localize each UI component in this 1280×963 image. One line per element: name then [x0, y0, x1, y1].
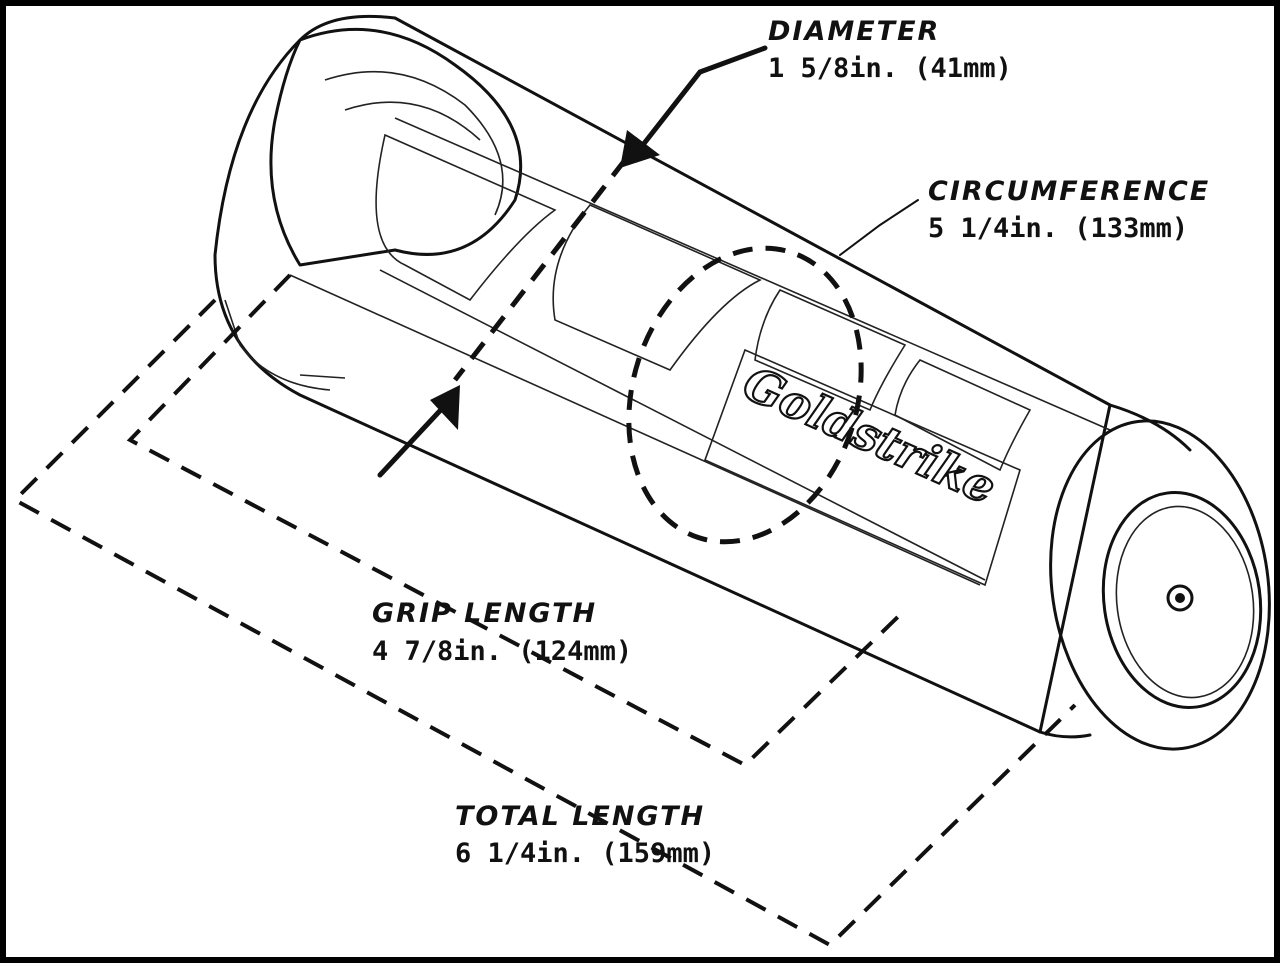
grip-pad-4 [894, 359, 1032, 472]
diameter-title: DIAMETER [768, 16, 940, 47]
label-diameter: DIAMETER 1 5/8in. (41mm) [768, 16, 1012, 84]
diagram-frame [4, 4, 1276, 959]
dimension-lines [11, 158, 1077, 948]
arrowhead-top [620, 130, 660, 168]
total-length-value: 6 1/4in. (159mm) [455, 838, 715, 869]
grip-pad-1 [375, 133, 557, 302]
grip-body-outline [213, 14, 1112, 734]
label-total-length: TOTAL LENGTH 6 1/4in. (159mm) [455, 801, 715, 869]
end-cap-bolt [1166, 584, 1194, 612]
diameter-line [453, 158, 627, 382]
grip-length-value: 4 7/8in. (124mm) [372, 636, 632, 667]
grip-length-dim [126, 273, 907, 768]
circumference-value: 5 1/4in. (133mm) [928, 213, 1188, 244]
diameter-arrow-top [632, 45, 768, 158]
arrows [377, 45, 919, 478]
end-cap-outer [1049, 419, 1271, 751]
end-cap-inner [1101, 491, 1263, 709]
diameter-value: 1 5/8in. (41mm) [768, 53, 1012, 84]
circumference-loop [626, 245, 864, 545]
total-length-dim [11, 298, 1077, 948]
diameter-arrow-bottom [377, 397, 453, 478]
left-flange [269, 27, 523, 267]
circumference-title: CIRCUMFERENCE [928, 176, 1210, 207]
grip-pad-2 [552, 204, 762, 371]
total-length-title: TOTAL LENGTH [455, 801, 705, 832]
grip-pad-3 [754, 288, 907, 412]
arrowhead-bottom [430, 385, 460, 430]
label-circumference: CIRCUMFERENCE 5 1/4in. (133mm) [928, 176, 1210, 244]
logo-plate [703, 348, 1021, 587]
grip-length-title: GRIP LENGTH [372, 598, 597, 629]
circumference-leader [839, 199, 919, 256]
label-grip-length: GRIP LENGTH 4 7/8in. (124mm) [372, 598, 632, 667]
